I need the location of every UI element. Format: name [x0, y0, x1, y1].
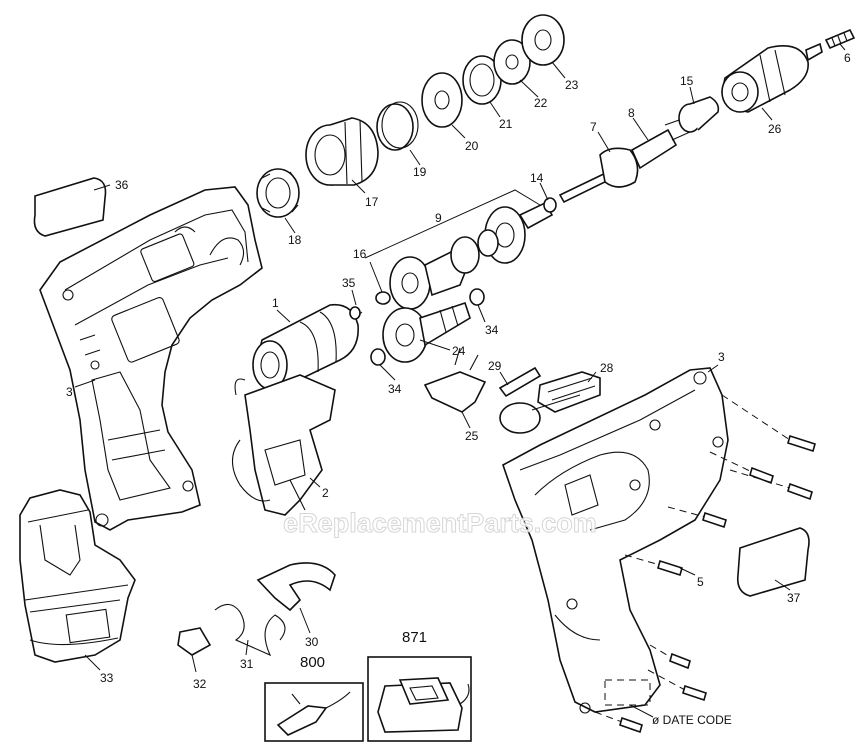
bracket-25	[423, 347, 487, 413]
gear-24	[382, 301, 471, 363]
date-code-label: ø DATE CODE	[652, 713, 732, 727]
part-label-26: 26	[768, 122, 782, 136]
housing-screws	[594, 394, 816, 734]
washer-34-lower	[370, 348, 386, 366]
battery-pack	[19, 489, 136, 663]
part-label-14: 14	[530, 171, 544, 185]
part-label-16: 16	[353, 247, 367, 261]
ring-gear-18	[256, 168, 300, 218]
part-label-3-left: 3	[66, 385, 73, 399]
part-label-33: 33	[100, 671, 114, 685]
part-label-18: 18	[288, 233, 302, 247]
part-label-7: 7	[590, 120, 597, 134]
switch-assembly	[231, 374, 336, 516]
part-label-22: 22	[534, 96, 548, 110]
label-plate-37	[736, 527, 810, 597]
washer-16	[375, 291, 391, 305]
gear-case-17	[305, 117, 379, 186]
part-label-20: 20	[465, 139, 479, 153]
part-number-labels: 3 36 33 32 31 30 1 2 35 16 34 24 34 25 2…	[66, 51, 851, 727]
part-label-15: 15	[680, 74, 694, 88]
part-label-19: 19	[413, 165, 427, 179]
part-label-3-right: 3	[718, 350, 725, 364]
bushing-15	[678, 96, 720, 133]
washer-34-upper	[469, 288, 485, 306]
part-label-30: 30	[305, 635, 319, 649]
spacer-35	[349, 306, 361, 320]
part-label-28: 28	[600, 361, 614, 375]
washer-20	[421, 72, 463, 128]
part-label-9: 9	[435, 211, 442, 225]
screwdriver-bit-29	[498, 366, 542, 398]
part-label-800: 800	[300, 654, 325, 671]
chuck-26	[721, 42, 823, 113]
part-label-34-lower: 34	[388, 382, 402, 396]
spring-31	[214, 603, 286, 657]
label-plate-36	[33, 177, 107, 237]
part-label-17: 17	[365, 195, 379, 209]
part-label-29: 29	[488, 359, 502, 373]
charger-box-800	[264, 682, 364, 742]
part-label-36: 36	[115, 178, 129, 192]
part-label-2: 2	[322, 486, 329, 500]
charger-box-871	[367, 656, 472, 742]
washer-22	[493, 39, 531, 85]
screw-6	[824, 28, 856, 50]
watermark-text: eReplacementParts.com	[283, 508, 597, 538]
part-label-35: 35	[342, 276, 356, 290]
part-label-5: 5	[697, 575, 704, 589]
part-label-32: 32	[193, 677, 207, 691]
part-label-6: 6	[844, 51, 851, 65]
spindle	[558, 117, 691, 204]
bit-holder-28	[537, 371, 601, 413]
part-label-21: 21	[499, 117, 513, 131]
contact-30	[256, 562, 336, 612]
pad-32	[177, 627, 212, 656]
right-housing	[499, 367, 729, 714]
motor	[252, 303, 363, 390]
leader-lines	[74, 43, 846, 718]
part-label-24: 24	[452, 344, 466, 358]
part-label-34-upper: 34	[485, 323, 499, 337]
part-label-871: 871	[402, 629, 427, 646]
clutch-ring-19	[376, 101, 419, 151]
clutch-plate-23	[521, 14, 565, 66]
left-housing	[39, 186, 263, 531]
part-label-25: 25	[465, 429, 479, 443]
part-label-23: 23	[565, 78, 579, 92]
planet-assembly-9	[364, 189, 557, 310]
part-label-1: 1	[272, 296, 279, 310]
part-label-37: 37	[787, 591, 801, 605]
part-label-8: 8	[628, 106, 635, 120]
part-label-31: 31	[240, 657, 254, 671]
